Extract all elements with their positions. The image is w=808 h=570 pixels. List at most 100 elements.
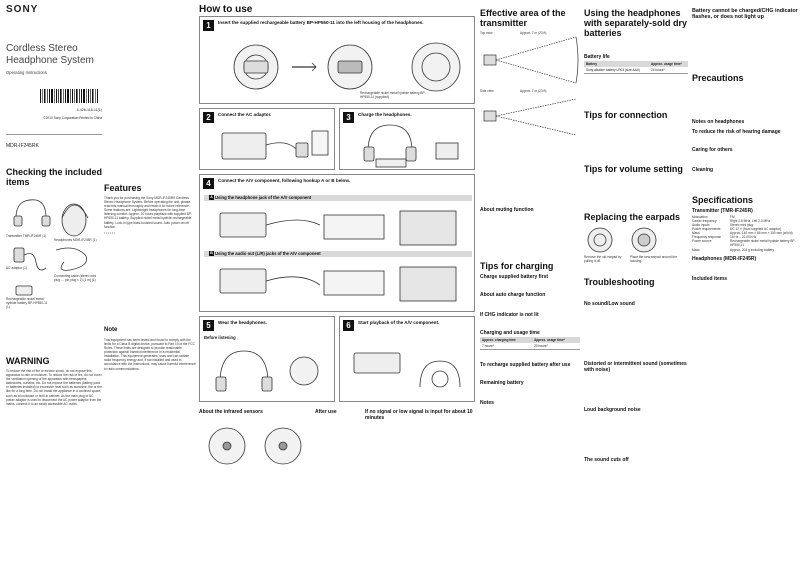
top-view-range: Approx. 7 m (23 ft) <box>520 31 547 35</box>
divider <box>6 134 102 135</box>
note-body: This equipment has been tested and found… <box>104 337 196 371</box>
no-signal-section: If no signal or low signal is input for … <box>365 406 475 566</box>
earpads-illustration: Remove the old earpad by pulling it off.… <box>584 225 688 265</box>
subtitle: Operating Instructions <box>6 70 47 75</box>
how-to-use-section: How to use 1 Insert the supplied recharg… <box>199 0 475 570</box>
warning-heading: WARNING <box>6 356 50 366</box>
specs-heading: Specifications <box>692 194 754 205</box>
earpad-step-1: Remove the old earpad by pulling it off. <box>584 255 622 264</box>
features-body: Thank you for purchasing the Sony MDR-IF… <box>104 196 193 229</box>
spec-key: Power source <box>692 239 712 244</box>
step-6-title: Start playback of the A/V component. <box>358 320 440 325</box>
no-signal-heading: If no signal or low signal is input for … <box>365 409 473 421</box>
spec-value: Rechargeable nickel metal hydride batter… <box>730 239 796 248</box>
spec-key: Audio inputs <box>692 223 710 227</box>
spec-row: Carrier frequency Right 2.8 MHz, Left 2.3… <box>692 219 804 223</box>
specs-included: Included items <box>692 275 728 282</box>
side-view-label: Side view <box>480 89 494 93</box>
model-number: MDR-IF245RK <box>6 143 39 149</box>
column-cover: SONY Cordless Stereo Headphone System Op… <box>6 0 102 570</box>
product-title: Cordless Stereo Headphone System <box>6 43 102 67</box>
earpad-step-2: Place the new earpad around the housing. <box>630 255 677 264</box>
item-headphones: Headphones MDR-IF245R (1) <box>54 238 97 242</box>
title-line-1: Cordless Stereo <box>6 43 78 54</box>
step-1-battery-note: Rechargeable nickel metal hydride batter… <box>360 91 426 100</box>
top-view-label: Top view <box>480 31 493 35</box>
earpads-heading: Replacing the earpads <box>584 212 681 222</box>
specs-transmitter: Transmitter (TMR-IF245R) <box>692 207 753 214</box>
title-line-2: Headphone System <box>6 55 94 66</box>
spec-row: Audio inputs Stereo mini plug <box>692 223 804 227</box>
precautions-sub-2: To reduce the risk of hearing damage <box>692 128 781 135</box>
step-2-title: Connect the AC adaptor. <box>218 112 272 117</box>
spec-value: Approx. 140 mm × 66 mm × 150 mm (w/h/d) <box>730 231 793 236</box>
precautions-heading: Precautions <box>692 72 744 83</box>
tips-volume-heading: Tips for volume setting <box>584 164 683 174</box>
spec-row: Mass Approx. 140 mm × 66 mm × 150 mm (w/h… <box>692 231 804 235</box>
item-battery: Rechargeable nickel metal hydride batter… <box>6 297 48 310</box>
spec-key: Mass <box>692 231 700 236</box>
spec-value: 18 Hz – 22,000 Hz <box>730 235 757 240</box>
how-to-use-heading: How to use <box>199 4 253 15</box>
column-effective: Effective area of the transmitter Top vi… <box>480 0 580 570</box>
included-items-illustration: Transmitter TMR-IF245R (1) Headphones MD… <box>6 190 102 310</box>
spec-row: Frequency response 18 Hz – 22,000 Hz <box>692 235 804 239</box>
copyright: ©2013 Sony Corporation Printed in China <box>43 116 102 120</box>
battery-life-heading: Battery life <box>584 54 610 60</box>
precautions-sub-3: Caring for others <box>692 146 733 153</box>
charging-heading: Tips for charging <box>480 261 554 271</box>
charging-sub-1: Charge supplied battery first <box>480 274 549 280</box>
battery-cannot-heading: Battery cannot be charged/CHG indicator … <box>692 8 798 21</box>
precautions-sub-1: Notes on headphones <box>692 118 745 125</box>
side-view-diagram: Side view Approx. 7 m (23 ft) <box>480 89 580 143</box>
side-view-range: Approx. 7 m (23 ft) <box>520 89 547 93</box>
spec-value: DC 12 V (from supplied AC adaptor) <box>730 227 782 232</box>
spec-key: Mass <box>692 247 700 252</box>
after-use-section: After use <box>315 406 361 566</box>
part-code: 4-426-118-11(1) <box>76 108 102 112</box>
step-2: 2 Connect the AC adaptor. <box>199 108 335 170</box>
effective-heading: Effective area of the transmitter <box>480 8 566 28</box>
step-3-title: Charge the headphones. <box>358 112 412 117</box>
charging-sub-3: If CHG indicator is not lit <box>480 312 539 318</box>
tips-connection-heading: Tips for connection <box>584 110 668 120</box>
spec-key: Frequency response <box>692 235 722 240</box>
column-specs: Battery cannot be charged/CHG indicator … <box>692 0 804 570</box>
trouble-item-3: Loud background noise <box>584 407 641 413</box>
spec-key: Power requirements <box>692 227 721 232</box>
spec-value: FM <box>730 214 735 219</box>
spec-key: Carrier frequency <box>692 218 717 223</box>
step-1-title: Insert the supplied rechargeable battery… <box>218 20 424 25</box>
specs-headphones: Headphones (MDR-IF245R) <box>692 255 757 262</box>
spec-row: Power requirements DC 12 V (from supplied… <box>692 227 804 231</box>
item-transmitter: Transmitter TMR-IF245R (1) <box>6 234 47 238</box>
step-4-title: Connect the A/V component, following hoo… <box>218 178 351 183</box>
step-5-title: Wear the headphones. <box>218 320 267 325</box>
step-4: 4 Connect the A/V component, following h… <box>199 174 475 312</box>
barcode <box>40 89 102 107</box>
infrared-section: About the infrared sensors <box>199 406 311 570</box>
spec-value: Approx. 204 g including battery <box>730 247 774 252</box>
charging-sub-2: About auto charge function <box>480 292 546 298</box>
step-6: 6 Start playback of the A/V component. <box>339 316 475 402</box>
column-features: Features Thank you for purchasing the So… <box>104 183 196 371</box>
spec-value: Stereo mini plug <box>730 223 754 227</box>
item-cable: Connecting cable (stereo mini plug ↔ pin… <box>54 274 97 283</box>
charging-sub-5: To recharge supplied battery after use <box>480 362 571 368</box>
separate-heading: Using the headphones with separately-sol… <box>584 8 688 38</box>
precautions-sub-4: Cleaning <box>692 166 714 173</box>
muting-heading: About muting function <box>480 207 534 213</box>
column-tips: Using the headphones with separately-sol… <box>584 0 688 570</box>
troubleshooting-heading: Troubleshooting <box>584 277 655 287</box>
checking-heading: Checking the included items <box>6 167 102 187</box>
step-5: 5 Wear the headphones. Before listening <box>199 316 335 402</box>
after-use-heading: After use <box>315 409 337 415</box>
infrared-heading: About the infrared sensors <box>199 409 263 415</box>
spec-value: Right 2.8 MHz, Left 2.3 MHz <box>730 218 771 223</box>
top-view-diagram: Top view Approx. 7 m (23 ft) <box>480 31 580 89</box>
